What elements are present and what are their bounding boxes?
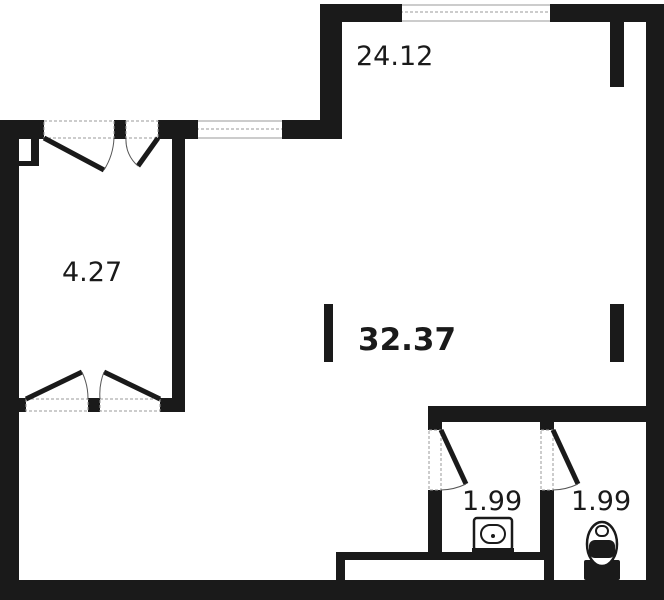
- windows: [192, 4, 556, 139]
- toilet-area-label: 1.99: [571, 486, 631, 517]
- door-swing-top-left: [103, 137, 115, 171]
- door-leaf-top-left: [42, 135, 106, 173]
- door-leaf-bottom-right: [102, 369, 162, 402]
- bathroom-area-label: 1.99: [462, 486, 522, 517]
- total-area-label: 32.37: [358, 322, 456, 358]
- doors: [24, 135, 581, 491]
- bath-left-wall-bottom: [428, 490, 442, 552]
- door-swing-top-right: [125, 137, 139, 167]
- pillar-right: [610, 304, 624, 362]
- door-frame-bottom-right: [99, 398, 161, 412]
- side-room-bottom-wall-left: [0, 398, 26, 412]
- toilet-icon: [584, 520, 620, 580]
- door-swing-bottom-right: [99, 371, 105, 400]
- side-room-right-wall: [172, 120, 185, 412]
- outer-wall-top-right-a: [320, 4, 400, 22]
- bath-divider-top: [540, 422, 554, 430]
- door-swing-bath: [440, 483, 467, 491]
- window-mid: [192, 120, 288, 139]
- corridor-box-inner: [345, 560, 544, 580]
- bath-top-wall: [428, 406, 664, 422]
- pillar-left: [324, 304, 333, 362]
- outer-wall-upper-left: [320, 4, 342, 139]
- door-swing-bottom-left: [81, 371, 89, 400]
- side-room-bottom-wall-right: [160, 398, 185, 412]
- outer-wall-top-left: [0, 120, 44, 139]
- side-room-area-label: 4.27: [62, 257, 122, 288]
- side-room-door-post-bottom: [88, 398, 100, 412]
- door-leaf-toilet: [550, 428, 581, 486]
- door-leaf-top-right: [135, 136, 161, 168]
- door-frame-top-right: [125, 120, 159, 139]
- door-swing-toilet: [552, 483, 579, 491]
- pillar-top-right: [610, 22, 624, 87]
- outer-wall-left: [0, 120, 19, 600]
- door-frame-toilet: [540, 429, 554, 491]
- sink-icon: [472, 516, 514, 552]
- bath-left-wall-top: [428, 406, 442, 430]
- main-room-area-label: 24.12: [356, 41, 433, 72]
- side-room-door-post-top: [114, 120, 126, 139]
- door-leaf-bottom-left: [24, 369, 84, 402]
- door-leaf-bath: [438, 428, 469, 486]
- outer-wall-bottom: [0, 580, 664, 600]
- door-frame-bath: [428, 429, 442, 491]
- side-room-niche-hollow: [19, 139, 31, 161]
- outer-wall-top-right-b: [552, 4, 664, 22]
- door-openings: [25, 120, 554, 491]
- walls: [0, 4, 664, 600]
- window-top: [396, 4, 556, 22]
- door-frame-top-left: [43, 120, 115, 139]
- door-frame-bottom-left: [25, 398, 89, 412]
- outer-wall-right: [646, 4, 664, 600]
